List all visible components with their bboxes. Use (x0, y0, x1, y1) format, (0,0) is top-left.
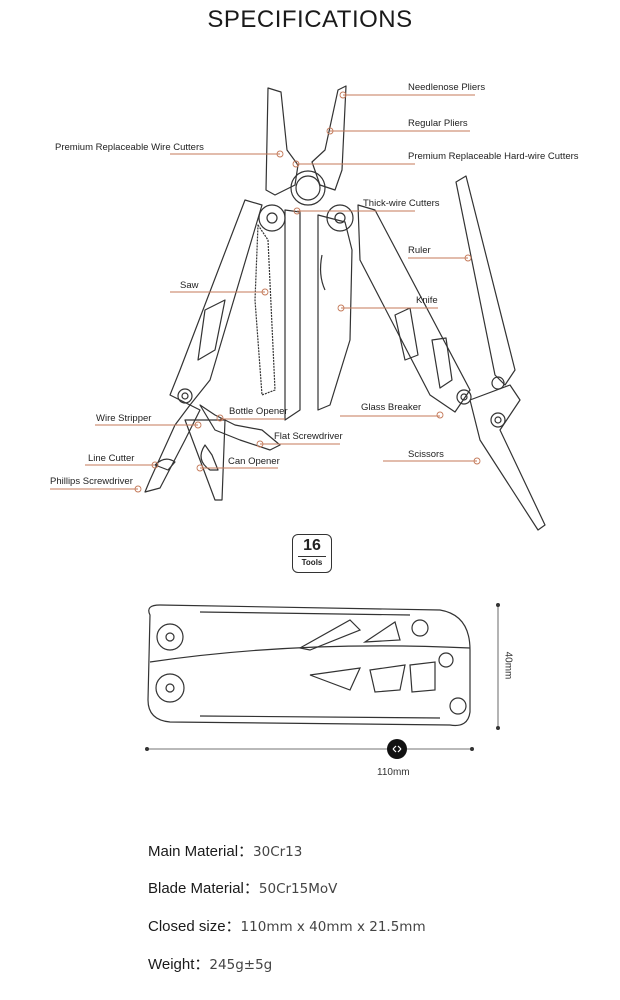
label-saw: Saw (180, 280, 199, 291)
spec-main-material: Main Material：30Cr13 (148, 840, 302, 861)
label-regular-pliers: Regular Pliers (408, 118, 468, 129)
label-knife: Knife (416, 295, 438, 306)
spec-closed-size: Closed size：110mm x 40mm x 21.5mm (148, 915, 426, 936)
label-flat-screwdriver: Flat Screwdriver (274, 431, 343, 442)
dimension-lines (145, 603, 500, 759)
label-wire-cutters: Premium Replaceable Wire Cutters (55, 142, 204, 153)
label-line-cutter: Line Cutter (88, 453, 135, 464)
width-dimension: 110mm (377, 767, 410, 778)
spec-weight: Weight：245g±5g (148, 953, 272, 974)
spec-label: Blade Material： (148, 880, 259, 897)
badge-divider (298, 556, 326, 557)
label-needlenose-pliers: Needlenose Pliers (408, 82, 486, 93)
label-glass-breaker: Glass Breaker (361, 402, 422, 413)
spec-blade-material: Blade Material：50Cr15MoV (148, 877, 337, 898)
spec-value: 30Cr13 (253, 844, 303, 860)
label-thick-wire-cutters: Thick-wire Cutters (363, 198, 440, 209)
spec-value: 50Cr15MoV (258, 881, 338, 897)
tool-count-badge: 16 Tools (292, 534, 332, 573)
tool-count-unit: Tools (301, 558, 323, 567)
spec-label: Main Material： (148, 843, 254, 860)
label-hardwire-cutters: Premium Replaceable Hard-wire Cutters (408, 151, 579, 162)
drag-handle-icon (387, 739, 407, 759)
label-can-opener: Can Opener (228, 456, 280, 467)
leader-lines (50, 91, 481, 493)
open-multitool-drawing (144, 85, 546, 531)
page-title: SPECIFICATIONS (207, 6, 413, 33)
height-dimension: 40mm (502, 651, 514, 680)
closed-multitool-drawing (147, 604, 471, 727)
tool-count: 16 (303, 537, 321, 554)
spec-value: 245g±5g (209, 957, 273, 973)
label-ruler: Ruler (408, 245, 431, 256)
label-wire-stripper: Wire Stripper (96, 413, 152, 424)
label-scissors: Scissors (408, 449, 444, 460)
spec-value: 110mm x 40mm x 21.5mm (240, 919, 426, 935)
label-phillips-screwdriver: Phillips Screwdriver (50, 476, 133, 487)
spec-label: Closed size： (148, 918, 241, 935)
spec-label: Weight： (148, 956, 210, 973)
label-bottle-opener: Bottle Opener (229, 406, 288, 417)
